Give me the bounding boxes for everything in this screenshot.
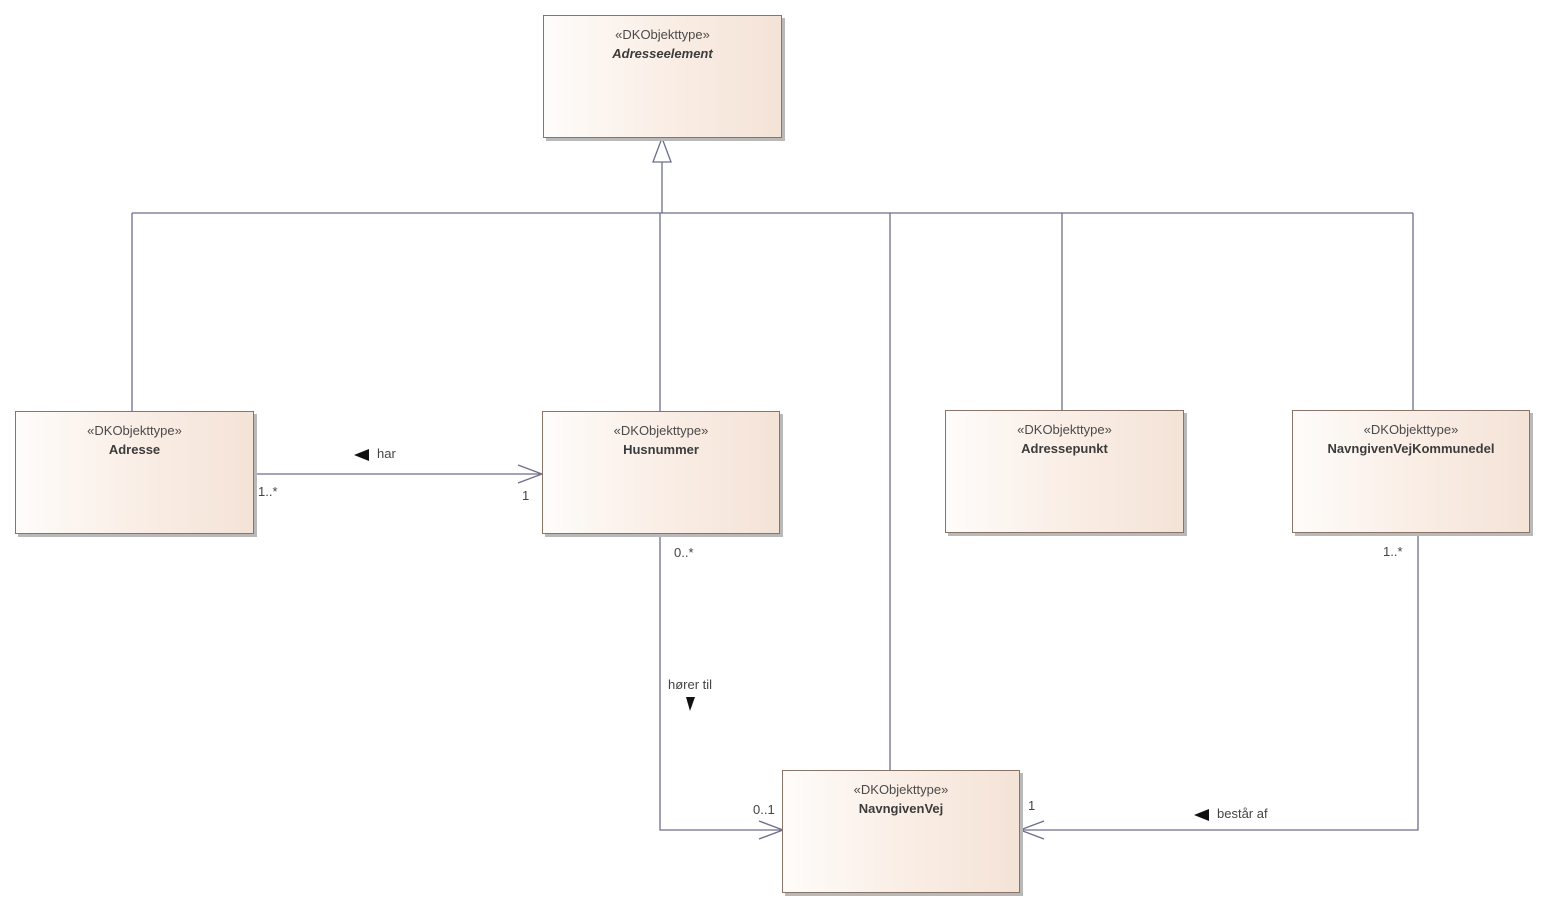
class-navngivenvej[interactable]: «DKObjekttype» NavngivenVej [782,770,1020,893]
direction-indicator-bestar-af [1194,809,1209,821]
multiplicity-navngivenvej-horer-til: 0..1 [753,802,775,817]
stereotype-label: «DKObjekttype» [853,782,949,797]
multiplicity-adresse-har: 1..* [258,484,278,499]
class-name: Adresseelement [612,46,713,61]
multiplicity-navngivenvej-bestar-af: 1 [1028,798,1036,813]
stereotype-label: «DKObjekttype» [613,423,709,438]
stereotype-label: «DKObjekttype» [615,27,710,42]
association-label-horer-til: hører til [668,677,713,692]
association-horer-til-line [659,534,783,831]
stereotype-label: «DKObjekttype» [87,423,182,438]
class-name: Adressepunkt [1021,441,1108,456]
association-bestar-af-line [1020,534,1419,831]
class-name: Husnummer [623,442,699,457]
class-husnummer[interactable]: «DKObjekttype» Husnummer [542,411,780,534]
multiplicity-husnummer-horer-til: 0..* [674,545,694,560]
class-name: NavngivenVejKommunedel [1327,441,1495,456]
stereotype-label: «DKObjekttype» [1017,422,1112,437]
direction-indicator-horer-til [686,697,695,711]
class-navngivenvejkommunedel[interactable]: «DKObjekttype» NavngivenVejKommunedel [1292,410,1530,533]
association-label-har: har [377,446,396,461]
multiplicity-kommunedel-bestar-af: 1..* [1383,544,1403,559]
association-label-bestar-af: består af [1217,806,1268,821]
class-name: NavngivenVej [858,801,944,816]
direction-indicator-har [354,449,369,461]
association-bestar-af-arrowhead [1018,820,1045,840]
class-adressepunkt[interactable]: «DKObjekttype» Adressepunkt [945,410,1184,533]
class-adresse[interactable]: «DKObjekttype» Adresse [15,411,254,534]
multiplicity-husnummer-har: 1 [522,488,530,503]
class-adresseelement[interactable]: «DKObjekttype» Adresseelement [543,15,782,138]
class-name: Adresse [108,442,161,457]
stereotype-label: «DKObjekttype» [1363,422,1459,437]
generalization-arrowhead [652,136,672,163]
